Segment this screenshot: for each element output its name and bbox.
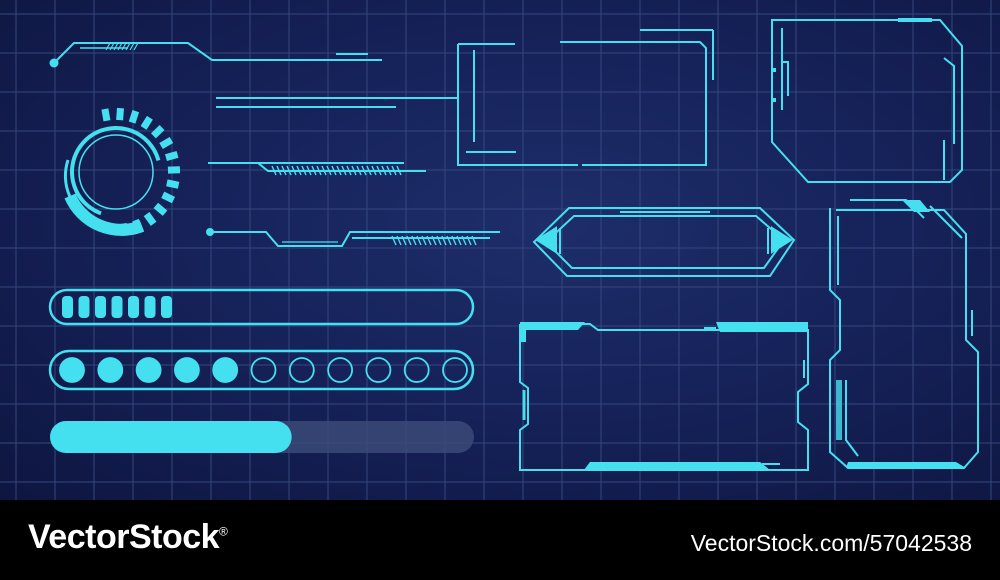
progress-dot-filled (135, 357, 162, 383)
progress-dot-empty (365, 357, 392, 383)
hexagon-banner (532, 207, 796, 277)
tall-frame-bottom-right (829, 199, 979, 469)
progress-dot-filled (97, 357, 124, 383)
progress-segments (62, 296, 172, 318)
connector-line-middle (208, 162, 426, 176)
stock-id: VectorStock.com/57042538 (690, 530, 972, 556)
angled-frame-top-right (771, 18, 963, 183)
brand-name: VectorStock (28, 518, 220, 556)
gauge-segment (165, 150, 179, 162)
progress-segment (128, 296, 139, 318)
progress-segment (144, 296, 156, 318)
gauge-segment (128, 110, 140, 124)
progress-segment (111, 296, 123, 318)
progress-dot-filled (173, 357, 200, 383)
gauge-segment (140, 115, 153, 130)
progress-dot-empty (442, 357, 468, 383)
progress-dot-empty (288, 357, 315, 383)
bracket-frame (457, 29, 714, 166)
hud-canvas (0, 0, 1000, 500)
progress-dot-empty (327, 357, 354, 383)
dot-progress-bar (48, 349, 475, 391)
gauge-segment (161, 191, 176, 204)
solid-progress-bar (50, 421, 474, 453)
circular-gauge (63, 107, 181, 236)
connector-line-lower (206, 228, 500, 247)
progress-segment (62, 296, 73, 318)
parallel-lines (216, 97, 458, 108)
gauge-segment (101, 108, 111, 122)
segmented-progress-bar (48, 288, 475, 326)
brand-logo: VectorStock® (28, 518, 228, 557)
tech-frame-bottom (519, 322, 809, 471)
gauge-segment (143, 212, 157, 226)
progress-segment (78, 296, 90, 318)
registered-mark: ® (219, 524, 228, 539)
connector-hatching-lower (391, 235, 477, 246)
connector-hatching-top (105, 42, 139, 51)
progress-dots (59, 357, 468, 383)
progress-bar-fill (50, 421, 292, 453)
gauge-segment (159, 136, 174, 150)
gauge-segment (116, 107, 124, 121)
progress-dot-filled (59, 357, 85, 383)
gauge-segment (167, 166, 181, 174)
progress-segment (161, 296, 172, 318)
connector-line-top (49, 42, 382, 68)
gauge-segment (153, 202, 168, 216)
gauge-segment (150, 125, 165, 139)
progress-segment (95, 296, 106, 318)
gauge-segment (166, 179, 180, 189)
connector-hatching-middle (271, 165, 402, 176)
progress-dot-filled (212, 357, 239, 383)
hud-elements (0, 0, 1000, 500)
watermark-bar (0, 500, 1000, 580)
progress-dot-empty (250, 357, 277, 383)
progress-dot-empty (403, 357, 430, 383)
